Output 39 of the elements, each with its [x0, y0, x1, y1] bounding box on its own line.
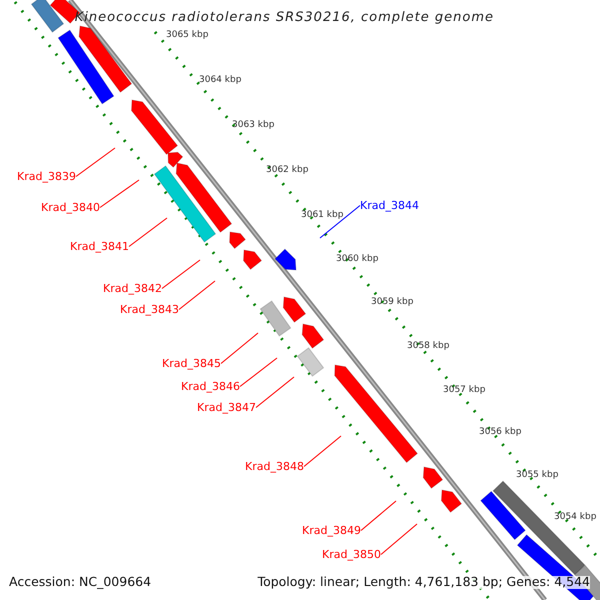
gene-label: Krad_3848	[245, 461, 304, 472]
diagram-title: Kineococcus radiotolerans SRS30216, complete genome	[74, 11, 494, 24]
scale-label: 3058 kbp	[407, 342, 450, 351]
scale-label: 3059 kbp	[371, 298, 414, 307]
scale-label: 3064 kbp	[199, 76, 242, 85]
leader-line	[220, 332, 258, 364]
scale-label: 3054 kbp	[554, 513, 596, 522]
leader-line	[240, 358, 278, 387]
scale-label: 3055 kbp	[516, 471, 558, 480]
leader-line	[320, 205, 360, 238]
scale-label: 3056 kbp	[479, 428, 522, 437]
gene-label: Krad_3844	[360, 200, 419, 211]
leader-line	[178, 280, 216, 310]
scale-label: 3065 kbp	[166, 31, 208, 40]
gene-label: Krad_3850	[322, 549, 381, 560]
leader-line	[100, 180, 140, 208]
gene-label: Krad_3845	[162, 358, 221, 369]
gene-label: Krad_3841	[70, 241, 129, 252]
scale-label: 3061 kbp	[301, 211, 344, 220]
leader-line	[128, 218, 168, 247]
leader-line	[76, 148, 116, 177]
scale-label: 3060 kbp	[336, 255, 378, 264]
gene-label: Krad_3839	[17, 171, 76, 182]
gene-label: Krad_3842	[103, 283, 162, 294]
gene-label: Krad_3843	[120, 304, 179, 315]
leader-line	[360, 500, 396, 531]
accession-text: Accession: NC_009664	[9, 576, 152, 588]
leader-line	[380, 524, 418, 555]
gene-label: Krad_3847	[197, 402, 256, 413]
genome-stats-text: Topology: linear; Length: 4,761,183 bp; Genes: 4,544	[258, 576, 590, 588]
scale-label: 3063 kbp	[232, 121, 274, 130]
gene-label: Krad_3846	[181, 381, 240, 392]
gene-label: Krad_3849	[302, 525, 361, 536]
leader-line	[162, 260, 200, 289]
gene-label: Krad_3840	[41, 202, 100, 213]
leader-line	[256, 376, 294, 408]
leader-line	[304, 436, 342, 467]
scale-label: 3062 kbp	[266, 166, 308, 175]
scale-label: 3057 kbp	[443, 386, 486, 395]
